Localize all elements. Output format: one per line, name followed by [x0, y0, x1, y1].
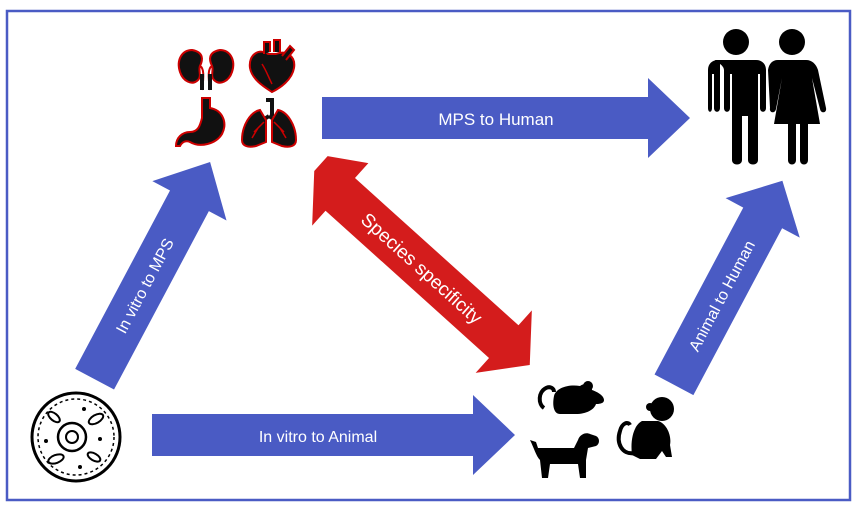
organs-group: [174, 39, 298, 148]
arrow-mps-to-human-label: MPS to Human: [438, 110, 553, 129]
arrow-in-vitro-to-animal-label: In vitro to Animal: [259, 429, 377, 446]
kidney-icon: [177, 48, 235, 91]
arrow-mps-to-human: MPS to Human: [322, 78, 690, 158]
humans-group: [708, 29, 827, 165]
rat-icon: [537, 381, 604, 414]
lungs-icon: [240, 98, 298, 148]
stomach-icon: [174, 97, 226, 147]
heart-icon: [248, 39, 296, 94]
animals-group: [530, 381, 674, 478]
cell-icon: [30, 391, 122, 483]
arrow-in-vitro-to-animal: In vitro to Animal: [152, 395, 515, 475]
monkey-icon: [616, 397, 674, 459]
woman-icon: [768, 29, 827, 165]
man-icon: [708, 29, 766, 165]
dog-icon: [530, 433, 599, 478]
